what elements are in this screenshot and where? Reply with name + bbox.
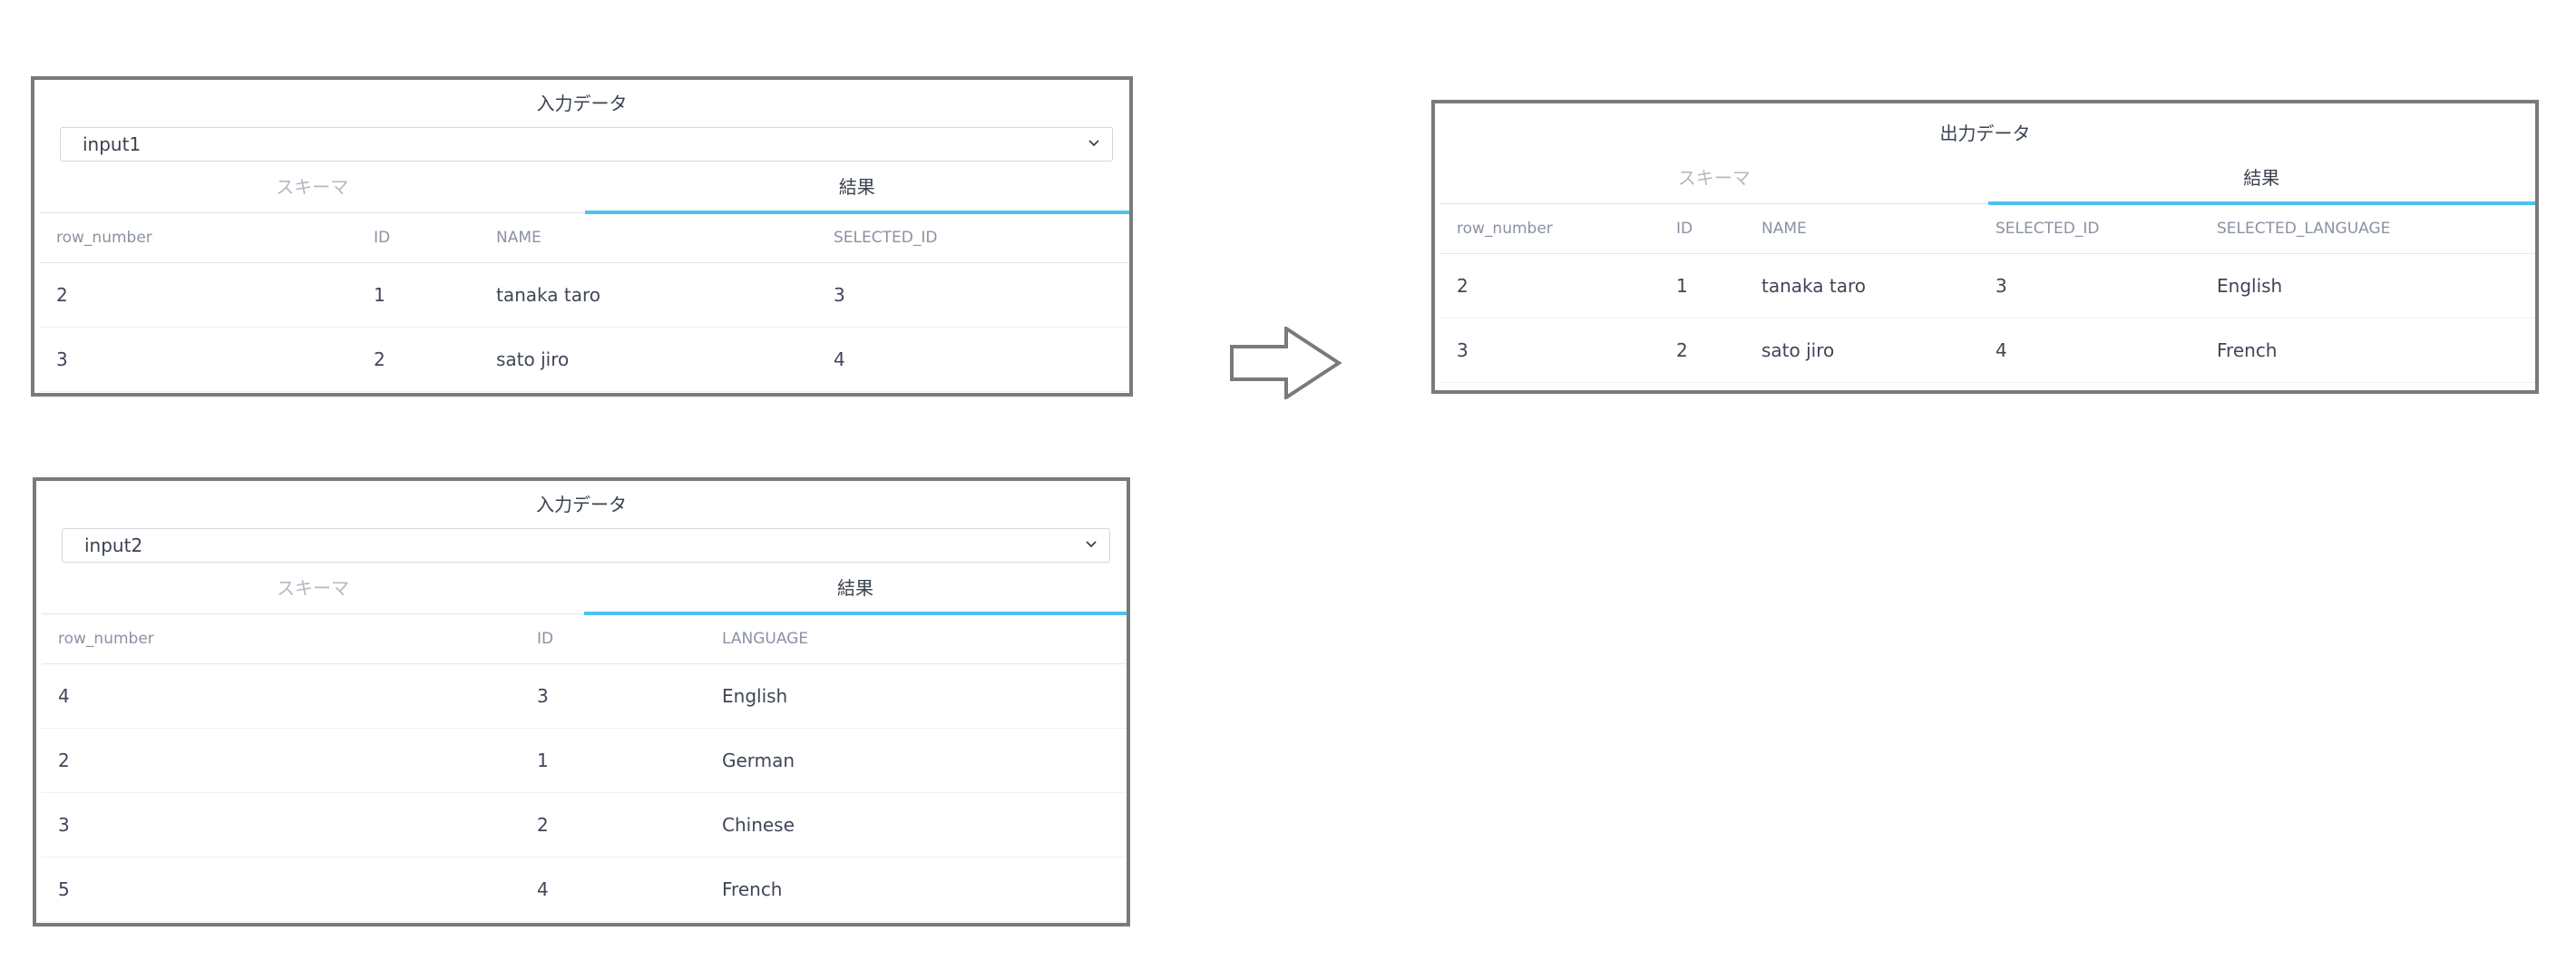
table-header-row: row_number ID NAME SELECTED_ID — [40, 213, 1129, 263]
chevron-down-icon — [1088, 140, 1099, 147]
table-cell: French — [2200, 318, 2535, 383]
table-cell: 2 — [521, 792, 706, 858]
tab-result[interactable]: 結果 — [1987, 156, 2536, 205]
input2-panel: 入力データ input2 スキーマ 結果 row_number ID LANGU… — [33, 477, 1130, 927]
tab-schema[interactable]: スキーマ — [1677, 167, 1751, 189]
table-cell: 3 — [42, 792, 521, 858]
table-cell: 2 — [40, 262, 357, 328]
output-panel: 出力データ スキーマ 結果 row_number ID NAME SELECTE… — [1431, 100, 2539, 394]
tab-schema[interactable]: スキーマ — [277, 577, 349, 599]
input-select[interactable]: input1 — [60, 127, 1113, 162]
table-cell: 2 — [1660, 318, 1745, 383]
table-cell: English — [2200, 253, 2535, 319]
table-cell: 4 — [817, 327, 1129, 392]
tab-schema[interactable]: スキーマ — [276, 176, 349, 198]
panel-title: 入力データ — [536, 494, 627, 515]
arrow-right-icon — [1230, 327, 1342, 399]
select-value: input2 — [84, 534, 143, 556]
table-cell: 2 — [357, 327, 480, 392]
table-cell: 3 — [40, 327, 357, 392]
table-row: 3 2 Chinese — [42, 792, 1127, 858]
panel-title: 出力データ — [1939, 123, 2031, 144]
column-header: SELECTED_ID — [817, 213, 1129, 263]
table-cell: 1 — [521, 728, 706, 793]
table-row: 4 3 English — [42, 663, 1127, 729]
table-row: 2 1 German — [42, 728, 1127, 793]
column-header: SELECTED_ID — [1979, 204, 2200, 254]
panel-title: 入力データ — [536, 93, 628, 114]
table-cell: 2 — [1440, 253, 1660, 319]
tab-bar: スキーマ 結果 — [1440, 156, 2536, 205]
table-cell: 4 — [1979, 318, 2200, 383]
table-cell: German — [706, 728, 1127, 793]
table-row: 2 1 tanaka taro 3 — [40, 262, 1129, 328]
table-header-row: row_number ID LANGUAGE — [42, 614, 1127, 664]
input1-panel: 入力データ input1 スキーマ 結果 row_number ID NAME … — [31, 76, 1133, 397]
table-cell: sato jiro — [1745, 318, 1979, 383]
column-header: row_number — [1440, 204, 1660, 254]
table-cell: tanaka taro — [1745, 253, 1979, 319]
table-cell: sato jiro — [480, 327, 817, 392]
table-header-row: row_number ID NAME SELECTED_ID SELECTED_… — [1440, 204, 2535, 254]
table-cell: 1 — [1660, 253, 1745, 319]
column-header: row_number — [40, 213, 357, 263]
table-cell: tanaka taro — [480, 262, 817, 328]
column-header: ID — [357, 213, 480, 263]
column-header: ID — [1660, 204, 1745, 254]
table-cell: 2 — [42, 728, 521, 793]
table-cell: French — [706, 857, 1127, 922]
column-header: NAME — [1745, 204, 1979, 254]
tab-result[interactable]: 結果 — [584, 165, 1130, 214]
table-row: 2 1 tanaka taro 3 English — [1440, 253, 2535, 319]
column-header: SELECTED_LANGUAGE — [2200, 204, 2535, 254]
table-cell: 3 — [817, 262, 1129, 328]
table-cell: 1 — [357, 262, 480, 328]
table-cell: 4 — [42, 663, 521, 729]
column-header: LANGUAGE — [706, 614, 1127, 664]
tab-bar: スキーマ 結果 — [42, 566, 1127, 615]
table-cell: 4 — [521, 857, 706, 922]
select-value: input1 — [83, 133, 141, 155]
column-header: row_number — [42, 614, 521, 664]
table-row: 3 2 sato jiro 4 French — [1440, 318, 2535, 383]
table-row: 5 4 French — [42, 857, 1127, 922]
table-cell: English — [706, 663, 1127, 729]
column-header: NAME — [480, 213, 817, 263]
tab-bar: スキーマ 結果 — [40, 165, 1130, 214]
result-table: row_number ID NAME SELECTED_ID 2 1 tanak… — [40, 213, 1129, 392]
input-select[interactable]: input2 — [62, 528, 1110, 563]
table-cell: 5 — [42, 857, 521, 922]
tab-result[interactable]: 結果 — [584, 566, 1127, 615]
table-cell: 3 — [1440, 318, 1660, 383]
result-table: row_number ID LANGUAGE 4 3 English 2 1 G… — [42, 614, 1127, 922]
table-cell: 3 — [1979, 253, 2200, 319]
chevron-down-icon — [1086, 541, 1097, 548]
result-table: row_number ID NAME SELECTED_ID SELECTED_… — [1440, 204, 2535, 383]
table-cell: Chinese — [706, 792, 1127, 858]
table-row: 3 2 sato jiro 4 — [40, 327, 1129, 392]
column-header: ID — [521, 614, 706, 664]
table-cell: 3 — [521, 663, 706, 729]
